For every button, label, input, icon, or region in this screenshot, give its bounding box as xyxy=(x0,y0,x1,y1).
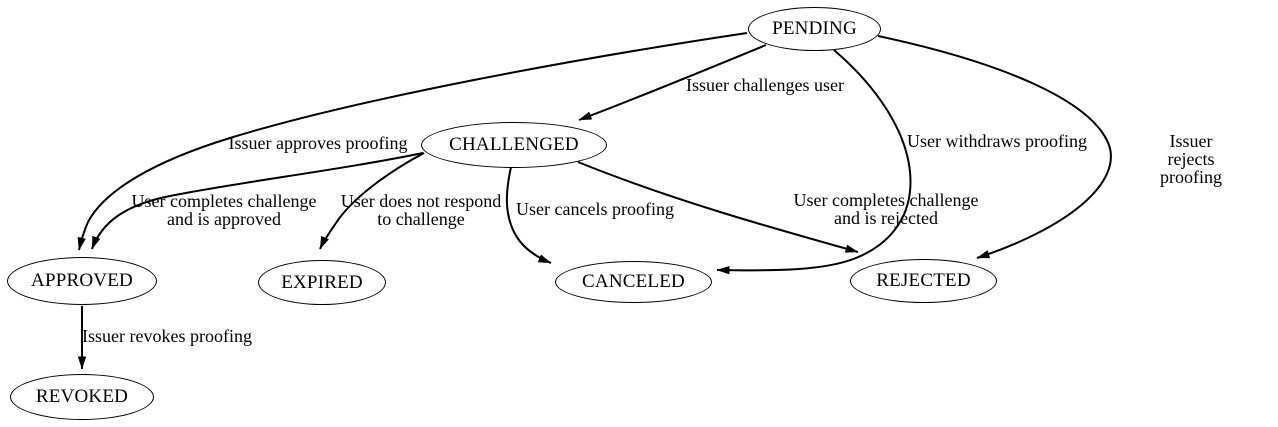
edge-label-issuer-approves-proofing: Issuer approves proofing xyxy=(228,133,408,153)
edge-label-user-completes-challenge-approved: User completes challenge and is approved xyxy=(131,191,317,229)
edge-challenged-rejected xyxy=(577,161,859,253)
edge-challenged-expired xyxy=(319,152,425,250)
state-label-challenged: CHALLENGED xyxy=(449,134,579,155)
edge-pending-challenged xyxy=(578,44,767,121)
state-node-expired: EXPIRED xyxy=(258,260,386,305)
edge-label-user-cancels-proofing: User cancels proofing xyxy=(516,199,674,219)
edge-label-user-withdraws-proofing: User withdraws proofing xyxy=(907,131,1087,151)
state-node-challenged: CHALLENGED xyxy=(421,122,607,168)
edge-label-issuer-challenges-user: Issuer challenges user xyxy=(686,75,844,95)
state-label-expired: EXPIRED xyxy=(281,271,363,293)
state-label-canceled: CANCELED xyxy=(582,271,685,292)
edge-pending-canceled xyxy=(716,49,912,275)
state-node-canceled: CANCELED xyxy=(555,261,712,303)
state-node-revoked: REVOKED xyxy=(10,374,154,420)
edge-label-issuer-revokes-proofing: Issuer revokes proofing xyxy=(82,326,252,346)
state-node-rejected: REJECTED xyxy=(850,259,997,303)
edge-pending-approved xyxy=(77,32,748,251)
state-label-revoked: REVOKED xyxy=(35,386,129,407)
edge-label-user-completes-challenge-rejected: User completes challenge and is rejected xyxy=(793,190,979,228)
state-node-pending: PENDING xyxy=(748,7,881,51)
state-node-approved: APPROVED xyxy=(7,257,157,305)
state-label-approved: APPROVED xyxy=(31,270,133,291)
edge-challenged-canceled xyxy=(505,166,552,264)
edge-challenged-approved xyxy=(91,152,424,250)
state-label-pending: PENDING xyxy=(772,18,857,39)
edge-pending-rejected xyxy=(877,35,1112,259)
edge-label-user-does-not-respond: User does not respond to challenge xyxy=(340,191,502,229)
edge-label-issuer-rejects-proofing: Issuer rejects proofing xyxy=(1160,131,1222,187)
state-label-rejected: REJECTED xyxy=(876,270,971,291)
